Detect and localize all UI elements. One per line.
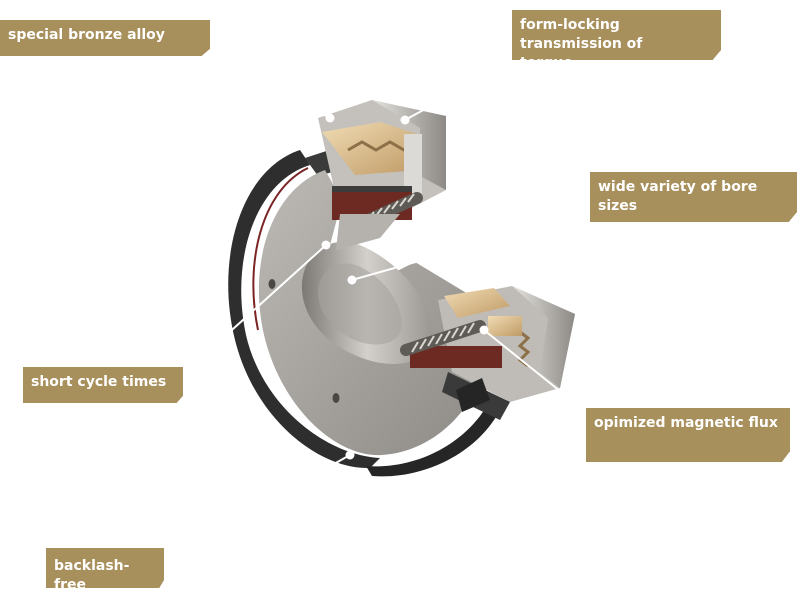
callout-short-cycle-times-text: short cycle times xyxy=(31,374,167,390)
callout-special-bronze-alloy: special bronze alloy xyxy=(0,20,210,56)
callout-optimized-magnetic-flux: opimized magnetic flux xyxy=(586,408,790,462)
leader-dot-backlash-free xyxy=(345,450,355,460)
leader-lines xyxy=(162,47,593,561)
leader-line-form-locking xyxy=(404,57,520,121)
callout-optimized-magnetic-flux-text: opimized magnetic flux xyxy=(594,415,778,431)
lower-section xyxy=(400,286,575,420)
leader-dot-wide-variety-bore xyxy=(347,275,357,285)
upper-section xyxy=(318,100,446,250)
callout-backlash-free-text: backlash-free xyxy=(54,558,130,593)
leader-dot-short-cycle-times xyxy=(321,240,331,250)
callout-short-cycle-times: short cycle times xyxy=(23,367,183,403)
callout-wide-variety-bore: wide variety of bore sizes xyxy=(590,172,797,222)
callout-form-locking: form-locking transmission of torque xyxy=(512,10,721,60)
callout-form-locking-text: form-locking transmission of torque xyxy=(520,17,643,71)
callout-backlash-free: backlash-free xyxy=(46,548,164,588)
central-bore xyxy=(301,241,433,365)
callout-wide-variety-bore-text: wide variety of bore sizes xyxy=(598,179,758,214)
leader-line-short-cycle-times xyxy=(181,244,327,376)
leader-dot-special-bronze-alloy xyxy=(325,113,335,123)
callout-special-bronze-alloy-text: special bronze alloy xyxy=(8,27,165,43)
leader-line-wide-variety-bore xyxy=(351,211,593,281)
leader-line-backlash-free xyxy=(162,454,351,561)
leader-dots xyxy=(321,113,489,460)
leader-line-optimized-magnetic-flux xyxy=(483,329,587,413)
leader-dot-form-locking xyxy=(400,115,410,125)
leader-dot-optimized-magnetic-flux xyxy=(479,325,489,335)
leader-line-special-bronze-alloy xyxy=(207,47,331,119)
